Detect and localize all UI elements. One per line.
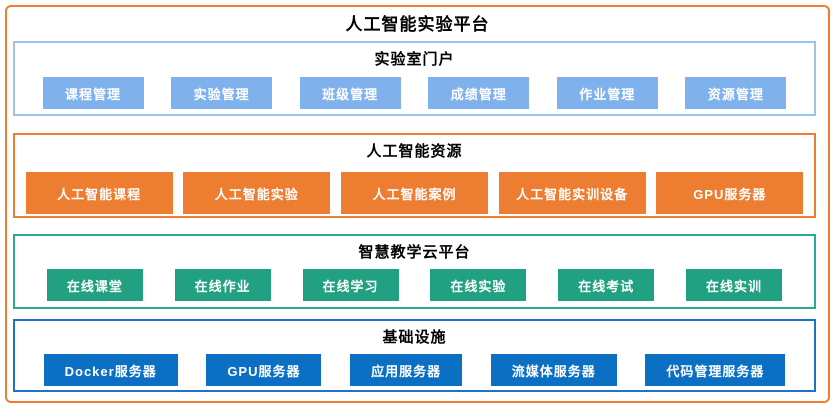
section-ai-resources: 人工智能资源 人工智能课程 人工智能实验 人工智能案例 人工智能实训设备 GPU… (13, 133, 816, 218)
section-smart-teaching-cloud: 智慧教学云平台 在线课堂 在线作业 在线学习 在线实验 在线考试 在线实训 (13, 234, 816, 309)
section-title: 基础设施 (382, 329, 447, 346)
section-infrastructure: 基础设施 Docker服务器 GPU服务器 应用服务器 流媒体服务器 代码管理服… (13, 319, 816, 392)
module-box: 资源管理 (685, 77, 787, 109)
module-box: 人工智能课程 (25, 172, 173, 214)
module-box: 实验管理 (171, 77, 273, 109)
module-box: 课程管理 (42, 77, 144, 109)
module-box: 人工智能实训设备 (498, 172, 646, 214)
module-box: 代码管理服务器 (645, 354, 786, 386)
module-box: GPU服务器 (656, 172, 804, 214)
section-lab-portal: 实验室门户 课程管理 实验管理 班级管理 成绩管理 作业管理 资源管理 (13, 41, 816, 116)
section-title: 实验室门户 (374, 51, 455, 68)
module-box: 成绩管理 (428, 77, 530, 109)
module-box: 人工智能实验 (183, 172, 331, 214)
page-title: 人工智能实验平台 (345, 15, 490, 34)
module-box: 班级管理 (299, 77, 401, 109)
module-box: GPU服务器 (206, 354, 322, 386)
module-box: 流媒体服务器 (490, 354, 617, 386)
module-box: 作业管理 (556, 77, 658, 109)
module-box: 人工智能案例 (340, 172, 488, 214)
module-box: 在线课堂 (46, 269, 143, 301)
module-box: Docker服务器 (43, 354, 178, 386)
section-title: 人工智能资源 (366, 143, 463, 160)
module-row: 在线课堂 在线作业 在线学习 在线实验 在线考试 在线实训 (15, 269, 814, 301)
module-row: Docker服务器 GPU服务器 应用服务器 流媒体服务器 代码管理服务器 (15, 354, 814, 386)
module-row: 课程管理 实验管理 班级管理 成绩管理 作业管理 资源管理 (15, 77, 814, 109)
module-box: 在线考试 (558, 269, 655, 301)
module-row: 人工智能课程 人工智能实验 人工智能案例 人工智能实训设备 GPU服务器 (15, 172, 814, 214)
module-box: 在线学习 (302, 269, 399, 301)
module-box: 应用服务器 (350, 354, 463, 386)
section-title: 智慧教学云平台 (358, 244, 471, 261)
module-box: 在线实验 (430, 269, 527, 301)
module-box: 在线实训 (686, 269, 783, 301)
module-box: 在线作业 (174, 269, 271, 301)
